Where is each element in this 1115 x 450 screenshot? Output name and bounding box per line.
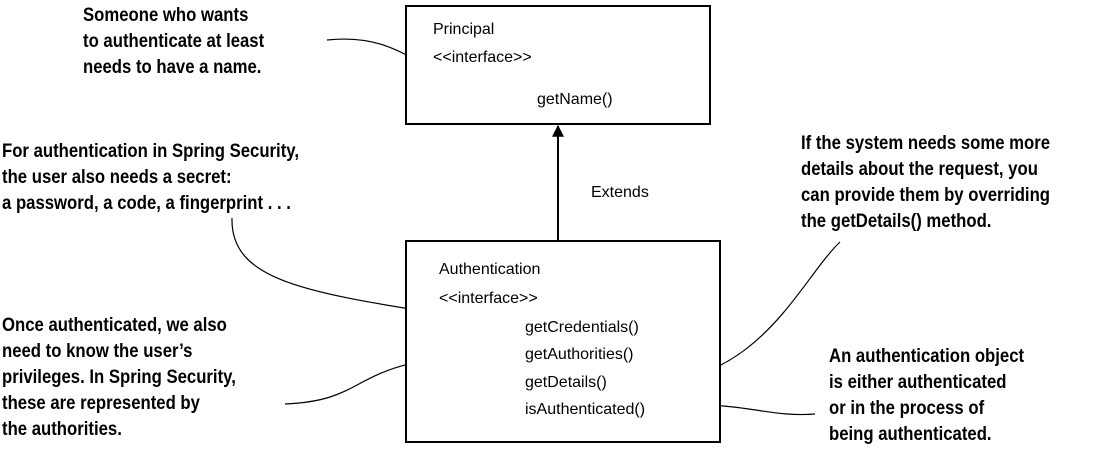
- details-note-line: If the system needs some more: [801, 133, 1051, 154]
- name-note: Someone who wants to authenticate at lea…: [83, 3, 264, 81]
- credentials-note-line: the user also needs a secret:: [2, 167, 232, 188]
- credentials-note-line: a password, a code, a fingerprint . . .: [2, 193, 291, 214]
- authenticated-note-line: is either authenticated: [829, 372, 1007, 393]
- details-note-line: the getDetails() method.: [801, 211, 992, 232]
- details-note-line: can provide them by overriding: [801, 185, 1050, 206]
- authorities-note-line: these are represented by: [2, 393, 200, 414]
- authentication-method-get-details: getDetails(): [525, 374, 607, 391]
- extends-label: Extends: [591, 184, 649, 201]
- authenticated-note-line: An authentication object: [829, 346, 1025, 367]
- authorities-note: Once authenticated, we also need to know…: [2, 313, 236, 443]
- authenticated-note-line: being authenticated.: [829, 424, 992, 445]
- authorities-note-line: privileges. In Spring Security,: [2, 367, 236, 388]
- principal-name: Principal: [433, 21, 495, 38]
- details-note-line: details about the request, you: [801, 159, 1038, 180]
- authentication-interface-box: Authentication <<interface>> getCredenti…: [405, 240, 721, 443]
- authentication-method-is-authenticated: isAuthenticated(): [525, 401, 646, 418]
- details-note: If the system needs some more details ab…: [801, 131, 1050, 235]
- authentication-method-get-credentials: getCredentials(): [525, 319, 639, 336]
- authentication-name: Authentication: [439, 261, 541, 278]
- authenticated-note-line: or in the process of: [829, 398, 985, 419]
- principal-method-get-name: getName(): [537, 91, 613, 108]
- authorities-note-line: Once authenticated, we also: [2, 315, 227, 336]
- name-note-line: needs to have a name.: [83, 57, 262, 78]
- authenticated-note: An authentication object is either authe…: [829, 344, 1024, 448]
- name-note-line: Someone who wants: [83, 5, 249, 26]
- name-note-line: to authenticate at least: [83, 31, 265, 52]
- authentication-method-get-authorities: getAuthorities(): [525, 346, 634, 363]
- credentials-note: For authentication in Spring Security, t…: [2, 139, 299, 217]
- authorities-note-line: the authorities.: [2, 419, 122, 440]
- principal-interface-box: Principal <<interface>> getName(): [405, 5, 711, 125]
- principal-stereotype: <<interface>>: [433, 49, 532, 66]
- authentication-stereotype: <<interface>>: [439, 290, 538, 307]
- authorities-note-line: need to know the user’s: [2, 341, 193, 362]
- credentials-note-line: For authentication in Spring Security,: [2, 141, 299, 162]
